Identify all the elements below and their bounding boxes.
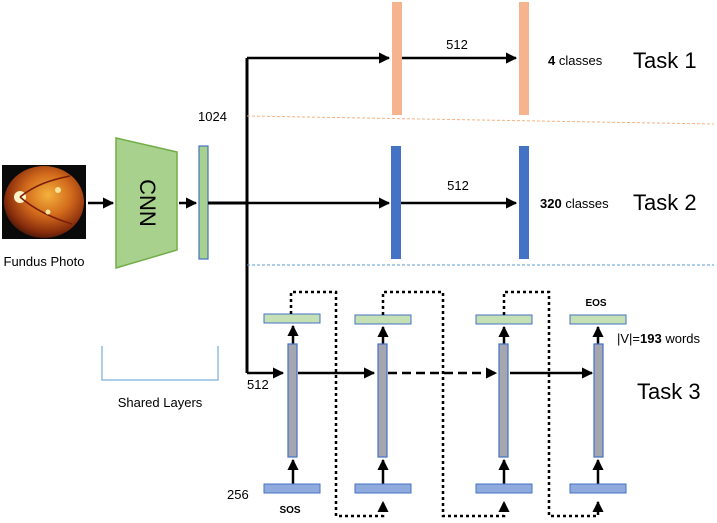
cnn-block (115, 137, 178, 270)
output-layer-3 (475, 314, 533, 325)
cnn-label: CNN (135, 179, 160, 227)
lstm-cell-1 (287, 343, 298, 458)
fundus-photo (2, 165, 86, 239)
eos-token: EOS (585, 298, 606, 309)
feedback-loop-3 (502, 290, 604, 518)
feature-vector (198, 145, 209, 260)
lstm-cell-3 (498, 343, 509, 458)
feature-dim-label: 1024 (198, 109, 227, 124)
feedback-loop-1 (289, 290, 389, 518)
embedding-4 (569, 483, 627, 494)
task2-hidden-layer (391, 146, 401, 259)
vocab-unit: words (662, 331, 701, 346)
lstm-cell-2 (377, 343, 388, 458)
fundus-photo-label: Fundus Photo (4, 254, 85, 269)
vocab-size: |V|=193 words (617, 331, 701, 346)
shared-layers-bracket (101, 346, 219, 381)
feedback-loop-2 (381, 290, 510, 518)
shared-layers-label: Shared Layers (118, 395, 203, 410)
task1-hidden-layer (392, 2, 402, 115)
task1-title: Task 1 (633, 48, 697, 73)
task2-class-count: 320 (540, 196, 562, 211)
task1-hidden-size: 512 (446, 37, 468, 52)
task1-output-layer (519, 2, 529, 115)
embedding-3 (475, 483, 533, 494)
output-layer-2 (354, 314, 412, 325)
task1-classes: 4 classes (548, 53, 603, 68)
task2-title: Task 2 (633, 190, 697, 215)
embedding-2 (354, 483, 412, 494)
task1-class-unit: classes (555, 53, 602, 68)
lstm-cell-4 (593, 343, 604, 458)
embed-size-label: 256 (227, 487, 249, 502)
task2-output-layer (519, 146, 529, 259)
task2-classes: 320 classes (540, 196, 609, 211)
output-layer-4 (569, 314, 627, 325)
vocab-count: 193 (640, 331, 662, 346)
task3-title: Task 3 (637, 379, 701, 404)
task1-class-count: 4 (548, 53, 556, 68)
output-layer-1 (263, 313, 321, 324)
embedding-1 (263, 483, 321, 494)
divider-1 (246, 115, 715, 125)
vocab-prefix: |V|= (617, 331, 640, 346)
sos-token: SOS (279, 505, 300, 516)
task2-class-unit: classes (562, 196, 609, 211)
task2-hidden-size: 512 (447, 178, 469, 193)
task3-hidden-size: 512 (247, 377, 269, 392)
